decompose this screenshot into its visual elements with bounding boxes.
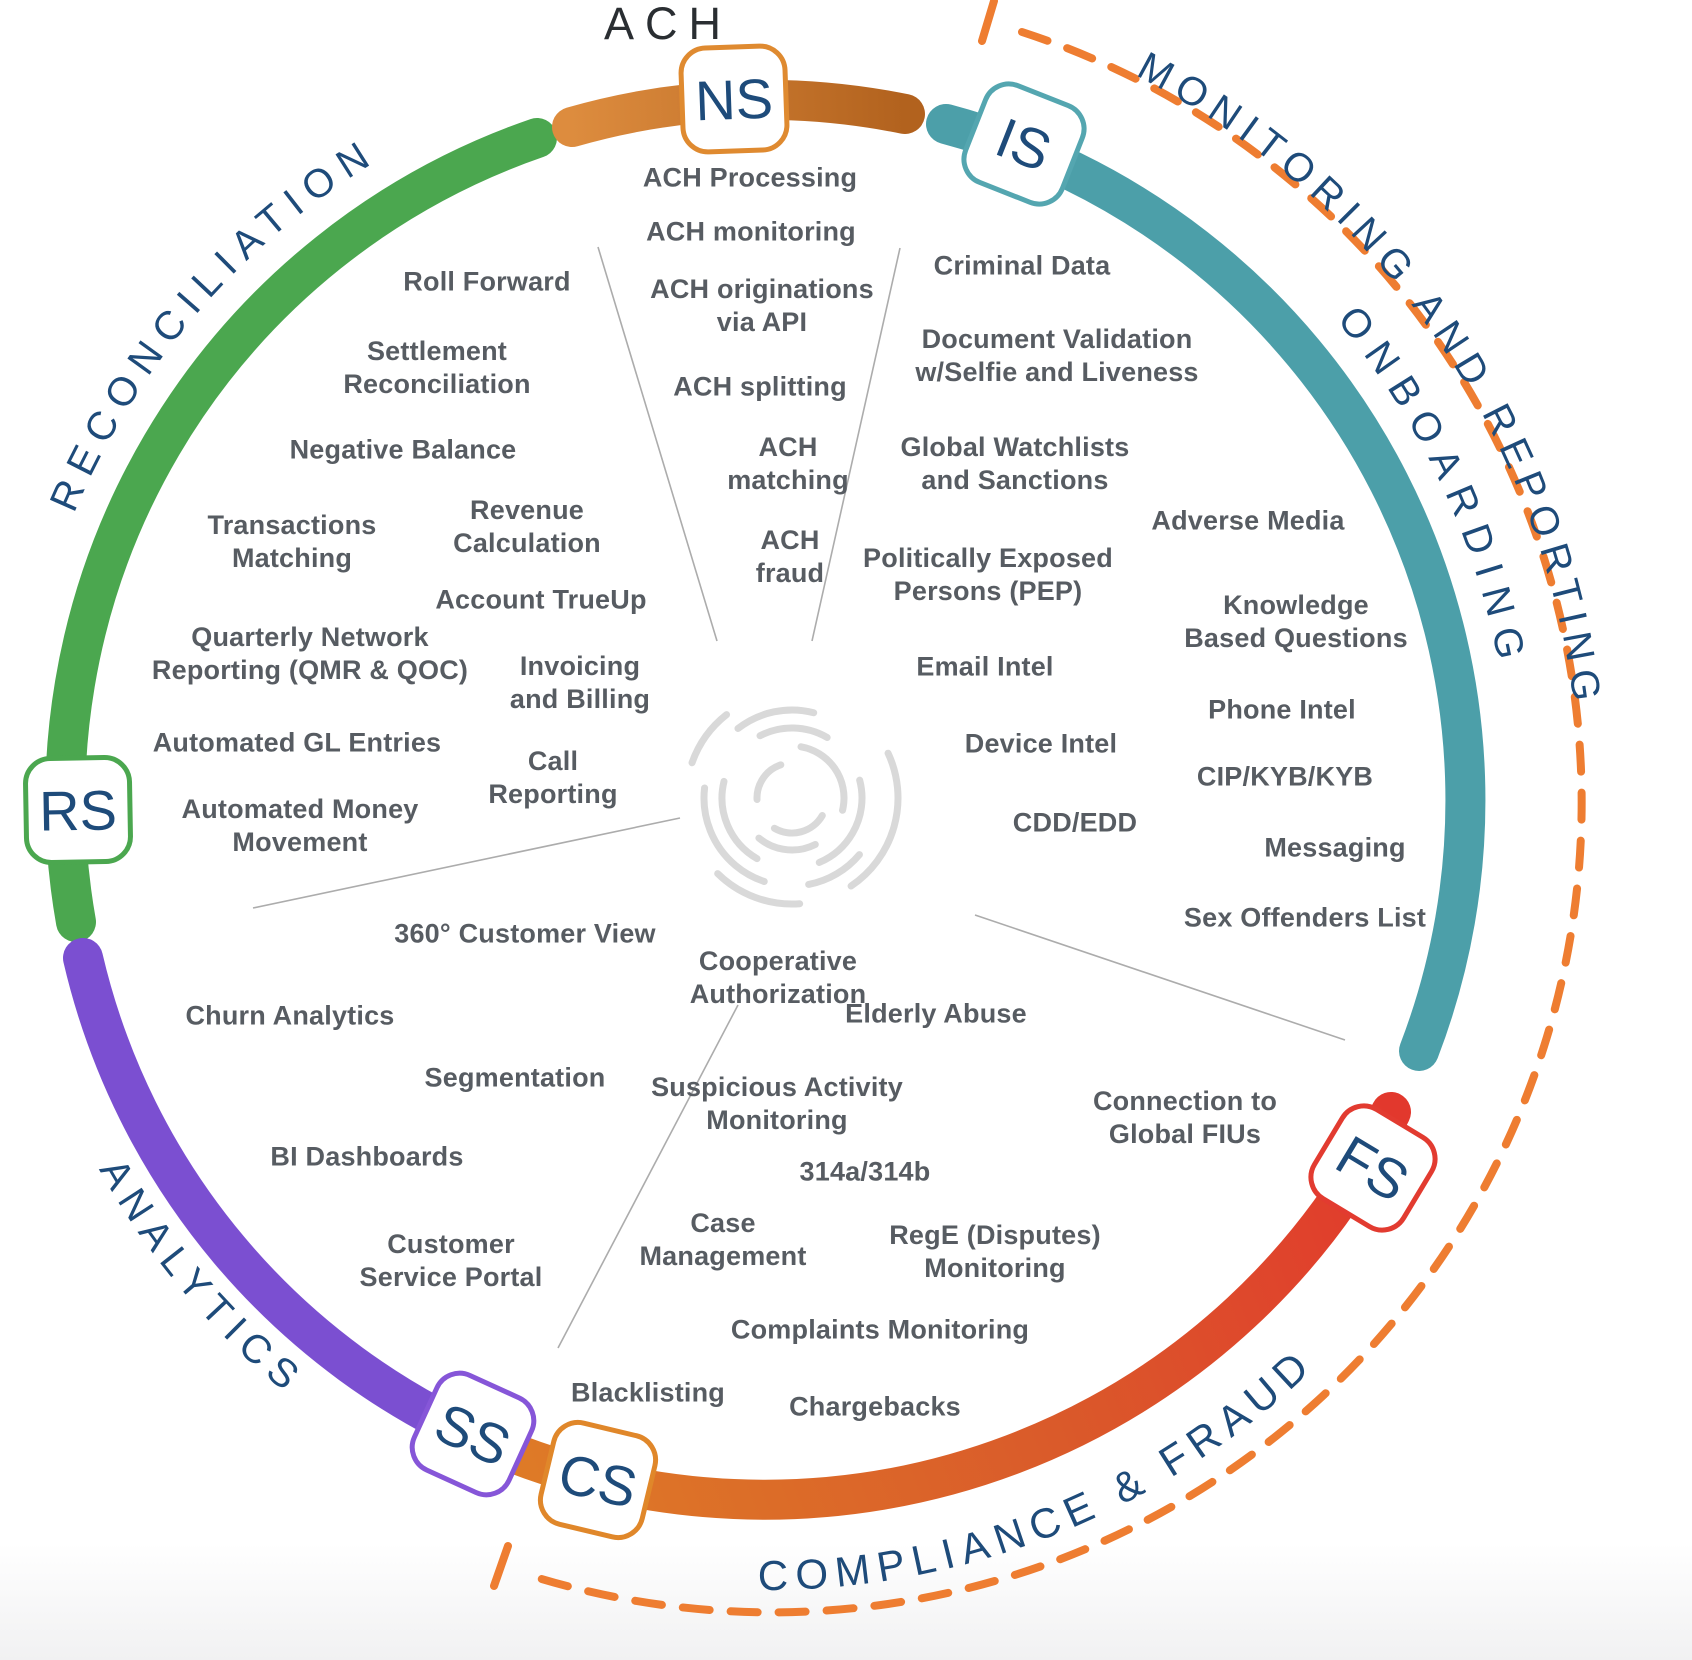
logo-ring bbox=[700, 706, 884, 890]
wheel-item: 314a/314b bbox=[799, 1156, 931, 1187]
arc-onboarding bbox=[926, 104, 1486, 1071]
wheel-item: Negative Balance bbox=[289, 434, 517, 465]
wheel-item: Automated GL Entries bbox=[152, 727, 442, 758]
wheel-item: Messaging bbox=[1264, 832, 1406, 863]
wheel-item: Segmentation bbox=[424, 1062, 606, 1093]
wheel-item: Complaints Monitoring bbox=[730, 1314, 1030, 1345]
wheel-item: Case Management bbox=[639, 1208, 807, 1271]
center-logo bbox=[682, 688, 902, 908]
wheel-item: Chargebacks bbox=[789, 1391, 961, 1422]
wheel-item: Global Watchlists and Sanctions bbox=[900, 432, 1130, 495]
wheel-item: BI Dashboards bbox=[270, 1141, 464, 1172]
wheel-item: Customer Service Portal bbox=[359, 1229, 543, 1292]
wheel-item: Device Intel bbox=[964, 728, 1118, 759]
wheel-item: Automated Money Movement bbox=[181, 794, 419, 857]
wheel-item: Account TrueUp bbox=[435, 584, 647, 615]
wheel-item: Politically Exposed Persons (PEP) bbox=[863, 543, 1113, 606]
wheel-item: ACH fraud bbox=[755, 525, 825, 588]
wheel-item: Document Validation w/Selfie and Livenes… bbox=[915, 324, 1199, 387]
wheel-item: Suspicious Activity Monitoring bbox=[651, 1072, 903, 1135]
logo-ring bbox=[753, 759, 831, 837]
arc-monitoring-dashed bbox=[531, 28, 1586, 1617]
badge-cs: CS bbox=[537, 1419, 659, 1541]
badge-rs: RS bbox=[23, 755, 133, 865]
sector-divider bbox=[252, 817, 681, 909]
wheel-item: ACH splitting bbox=[673, 371, 847, 402]
badge-ns-letters: NS bbox=[694, 67, 774, 133]
arc-analytics bbox=[63, 938, 512, 1464]
badge-ns: NS bbox=[678, 43, 790, 155]
wheel-item: Roll Forward bbox=[403, 266, 571, 297]
wheel-item: RegE (Disputes) Monitoring bbox=[889, 1220, 1101, 1283]
wheel-item: Knowledge Based Questions bbox=[1184, 590, 1408, 653]
wheel-item: Elderly Abuse bbox=[845, 998, 1027, 1029]
monitoring-arc-end-tick bbox=[490, 1542, 512, 1590]
sector-title-ach: ACH bbox=[603, 0, 733, 49]
logo-ring bbox=[736, 742, 848, 854]
sector-divider bbox=[811, 247, 901, 642]
badge-ss: SS bbox=[409, 1370, 537, 1498]
wheel-item: Connection to Global FIUs bbox=[1092, 1086, 1278, 1149]
wheel-item: ACH originations via API bbox=[650, 274, 874, 337]
wheel-item: Transactions Matching bbox=[207, 510, 377, 573]
wheel-item: ACH monitoring bbox=[646, 216, 856, 247]
wheel-item: Email Intel bbox=[916, 651, 1054, 682]
badge-ns-box bbox=[678, 43, 790, 155]
sector-divider bbox=[597, 246, 718, 642]
badge-fs-box bbox=[1308, 1103, 1438, 1233]
wheel-item: Invoicing and Billing bbox=[509, 651, 651, 714]
badge-is-box bbox=[961, 81, 1087, 207]
wheel-item: Call Reporting bbox=[488, 746, 618, 809]
wheel-item: Sex Offenders List bbox=[1183, 902, 1427, 933]
wheel-item: ACH Processing bbox=[642, 162, 858, 193]
wheel-item: Churn Analytics bbox=[185, 1000, 395, 1031]
badge-fs: FS bbox=[1308, 1103, 1438, 1233]
wheel-item: Criminal Data bbox=[933, 250, 1111, 281]
badge-rs-box bbox=[23, 755, 133, 865]
logo-ring bbox=[718, 724, 866, 872]
wheel-item: Cooperative Authorization bbox=[689, 946, 867, 1009]
wheel-item: Adverse Media bbox=[1151, 505, 1345, 536]
badge-cs-box bbox=[537, 1419, 659, 1541]
wheel-item: CIP/KYB/KYB bbox=[1196, 761, 1374, 792]
sector-divider bbox=[557, 1004, 739, 1349]
badge-rs-letters: RS bbox=[39, 778, 118, 842]
wheel-item: Blacklisting bbox=[571, 1377, 725, 1408]
badge-is: IS bbox=[961, 81, 1087, 207]
wheel-item: Settlement Reconciliation bbox=[343, 336, 531, 399]
sector-divider bbox=[974, 914, 1346, 1041]
arc-compliance-fraud bbox=[483, 1092, 1411, 1520]
badge-ss-box bbox=[409, 1370, 537, 1498]
wheel-item: 360° Customer View bbox=[394, 918, 656, 949]
monitoring-arc-end-tick bbox=[978, 0, 998, 45]
wheel-item: Revenue Calculation bbox=[453, 495, 601, 558]
wheel-item: CDD/EDD bbox=[1012, 807, 1138, 838]
wheel-item: Quarterly Network Reporting (QMR & QOC) bbox=[151, 622, 469, 685]
wheel-item: Phone Intel bbox=[1208, 694, 1356, 725]
logo-ring bbox=[682, 688, 902, 908]
sector-dividers bbox=[252, 246, 1346, 1349]
wheel-item: ACH matching bbox=[727, 432, 849, 495]
